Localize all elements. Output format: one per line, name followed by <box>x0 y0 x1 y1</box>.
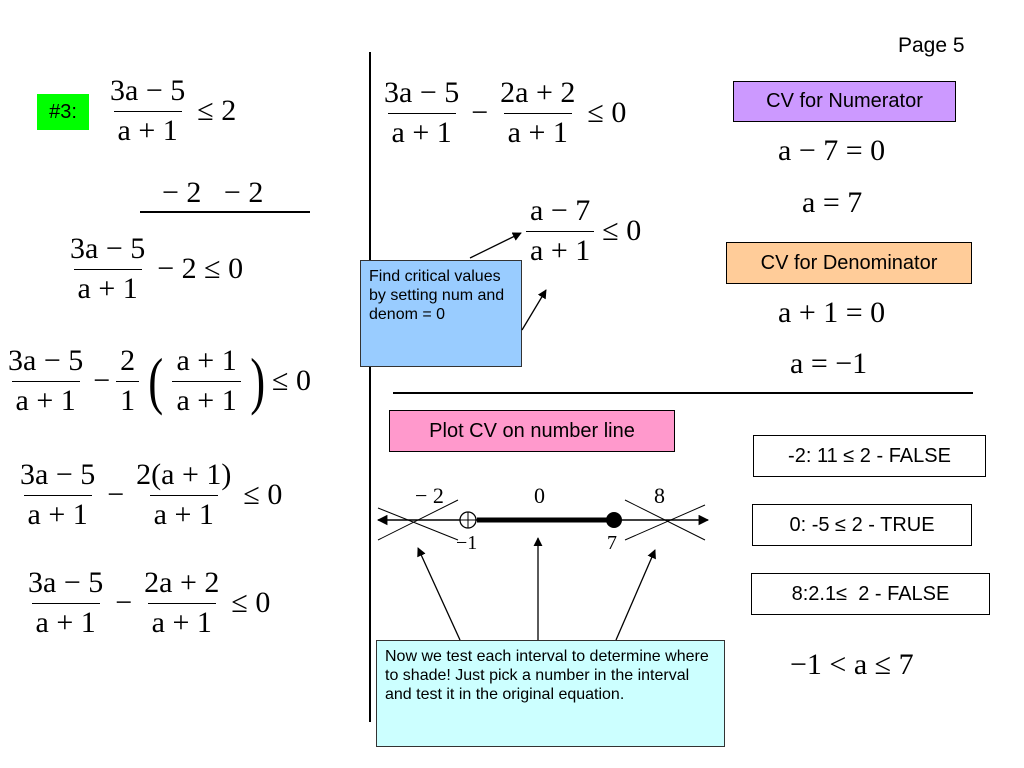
plot-cv-label: Plot CV on number line <box>389 410 675 452</box>
closed-point-7 <box>606 512 622 528</box>
note-arrow-to-numerator <box>469 232 522 259</box>
test-result-left: -2: 11 ≤ 2 - FALSE <box>753 435 986 477</box>
test-value-left: − 2 <box>415 483 444 508</box>
left-step-2-subtract: − 2 − 2 <box>162 176 264 209</box>
cv-label-7: 7 <box>607 532 617 554</box>
horizontal-divider <box>393 392 973 394</box>
cv-denominator-label: CV for Denominator <box>726 242 972 284</box>
test-result-right: 8:2.1≤ 2 - FALSE <box>751 573 990 615</box>
cv-denominator-eq1: a + 1 = 0 <box>778 296 886 329</box>
cross-right-a <box>624 499 706 541</box>
note-arrow-to-denominator <box>521 289 547 331</box>
test-result-middle: 0: -5 ≤ 2 - TRUE <box>752 504 972 546</box>
right-paren: ) <box>249 345 265 416</box>
cv-numerator-eq2: a = 7 <box>802 186 863 219</box>
cross-left-a <box>377 507 459 541</box>
left-paren: ( <box>148 345 164 416</box>
problem-tag: #3: <box>37 94 89 130</box>
test-value-middle: 0 <box>534 483 545 508</box>
page-label: Page 5 <box>898 34 965 57</box>
cv-label-minus-1: −1 <box>456 532 478 554</box>
test-arrow-left <box>417 547 461 641</box>
subtract-underline <box>140 211 310 213</box>
test-value-right: 8 <box>654 483 665 508</box>
cv-numerator-eq1: a − 7 = 0 <box>778 134 886 167</box>
cross-left-b <box>377 499 459 541</box>
test-interval-note: Now we test each interval to determine w… <box>376 640 725 747</box>
cv-denominator-eq2: a = −1 <box>790 347 868 380</box>
final-answer: −1 < a ≤ 7 <box>790 648 914 681</box>
cross-right-b <box>624 504 706 541</box>
cv-numerator-label: CV for Numerator <box>733 81 956 122</box>
test-arrow-right <box>615 549 656 641</box>
vertical-divider <box>369 52 371 722</box>
critical-values-note: Find critical values by setting num and … <box>360 260 522 367</box>
